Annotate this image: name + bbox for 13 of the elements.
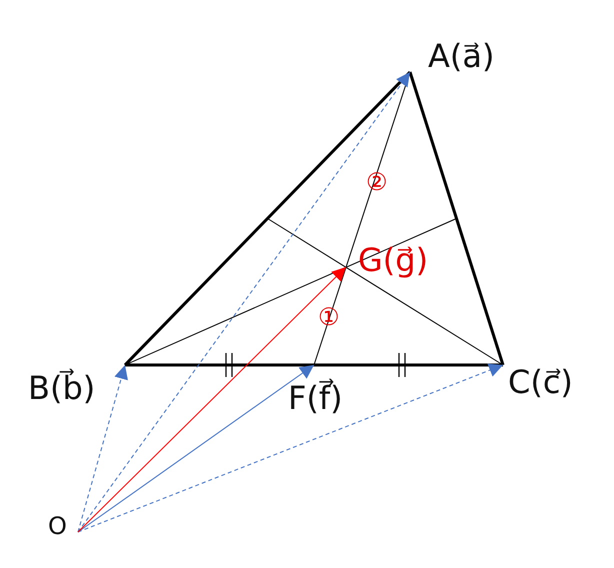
vector-arrow: [78, 72, 410, 532]
line-segment: [125, 364, 503, 366]
point-label: A(a⃗): [428, 40, 494, 72]
vector-arrow: [78, 266, 346, 532]
vector-arrow: [78, 364, 504, 532]
vector-arrow: [78, 364, 128, 532]
point-label: C(c⃗): [508, 366, 573, 398]
point-label: O: [48, 514, 67, 538]
line-segment: [124, 70, 412, 366]
line-segment: [314, 72, 410, 366]
point-label: G(g⃗): [358, 244, 428, 276]
vector-arrow: [78, 364, 314, 532]
line-segment: [408, 72, 504, 366]
